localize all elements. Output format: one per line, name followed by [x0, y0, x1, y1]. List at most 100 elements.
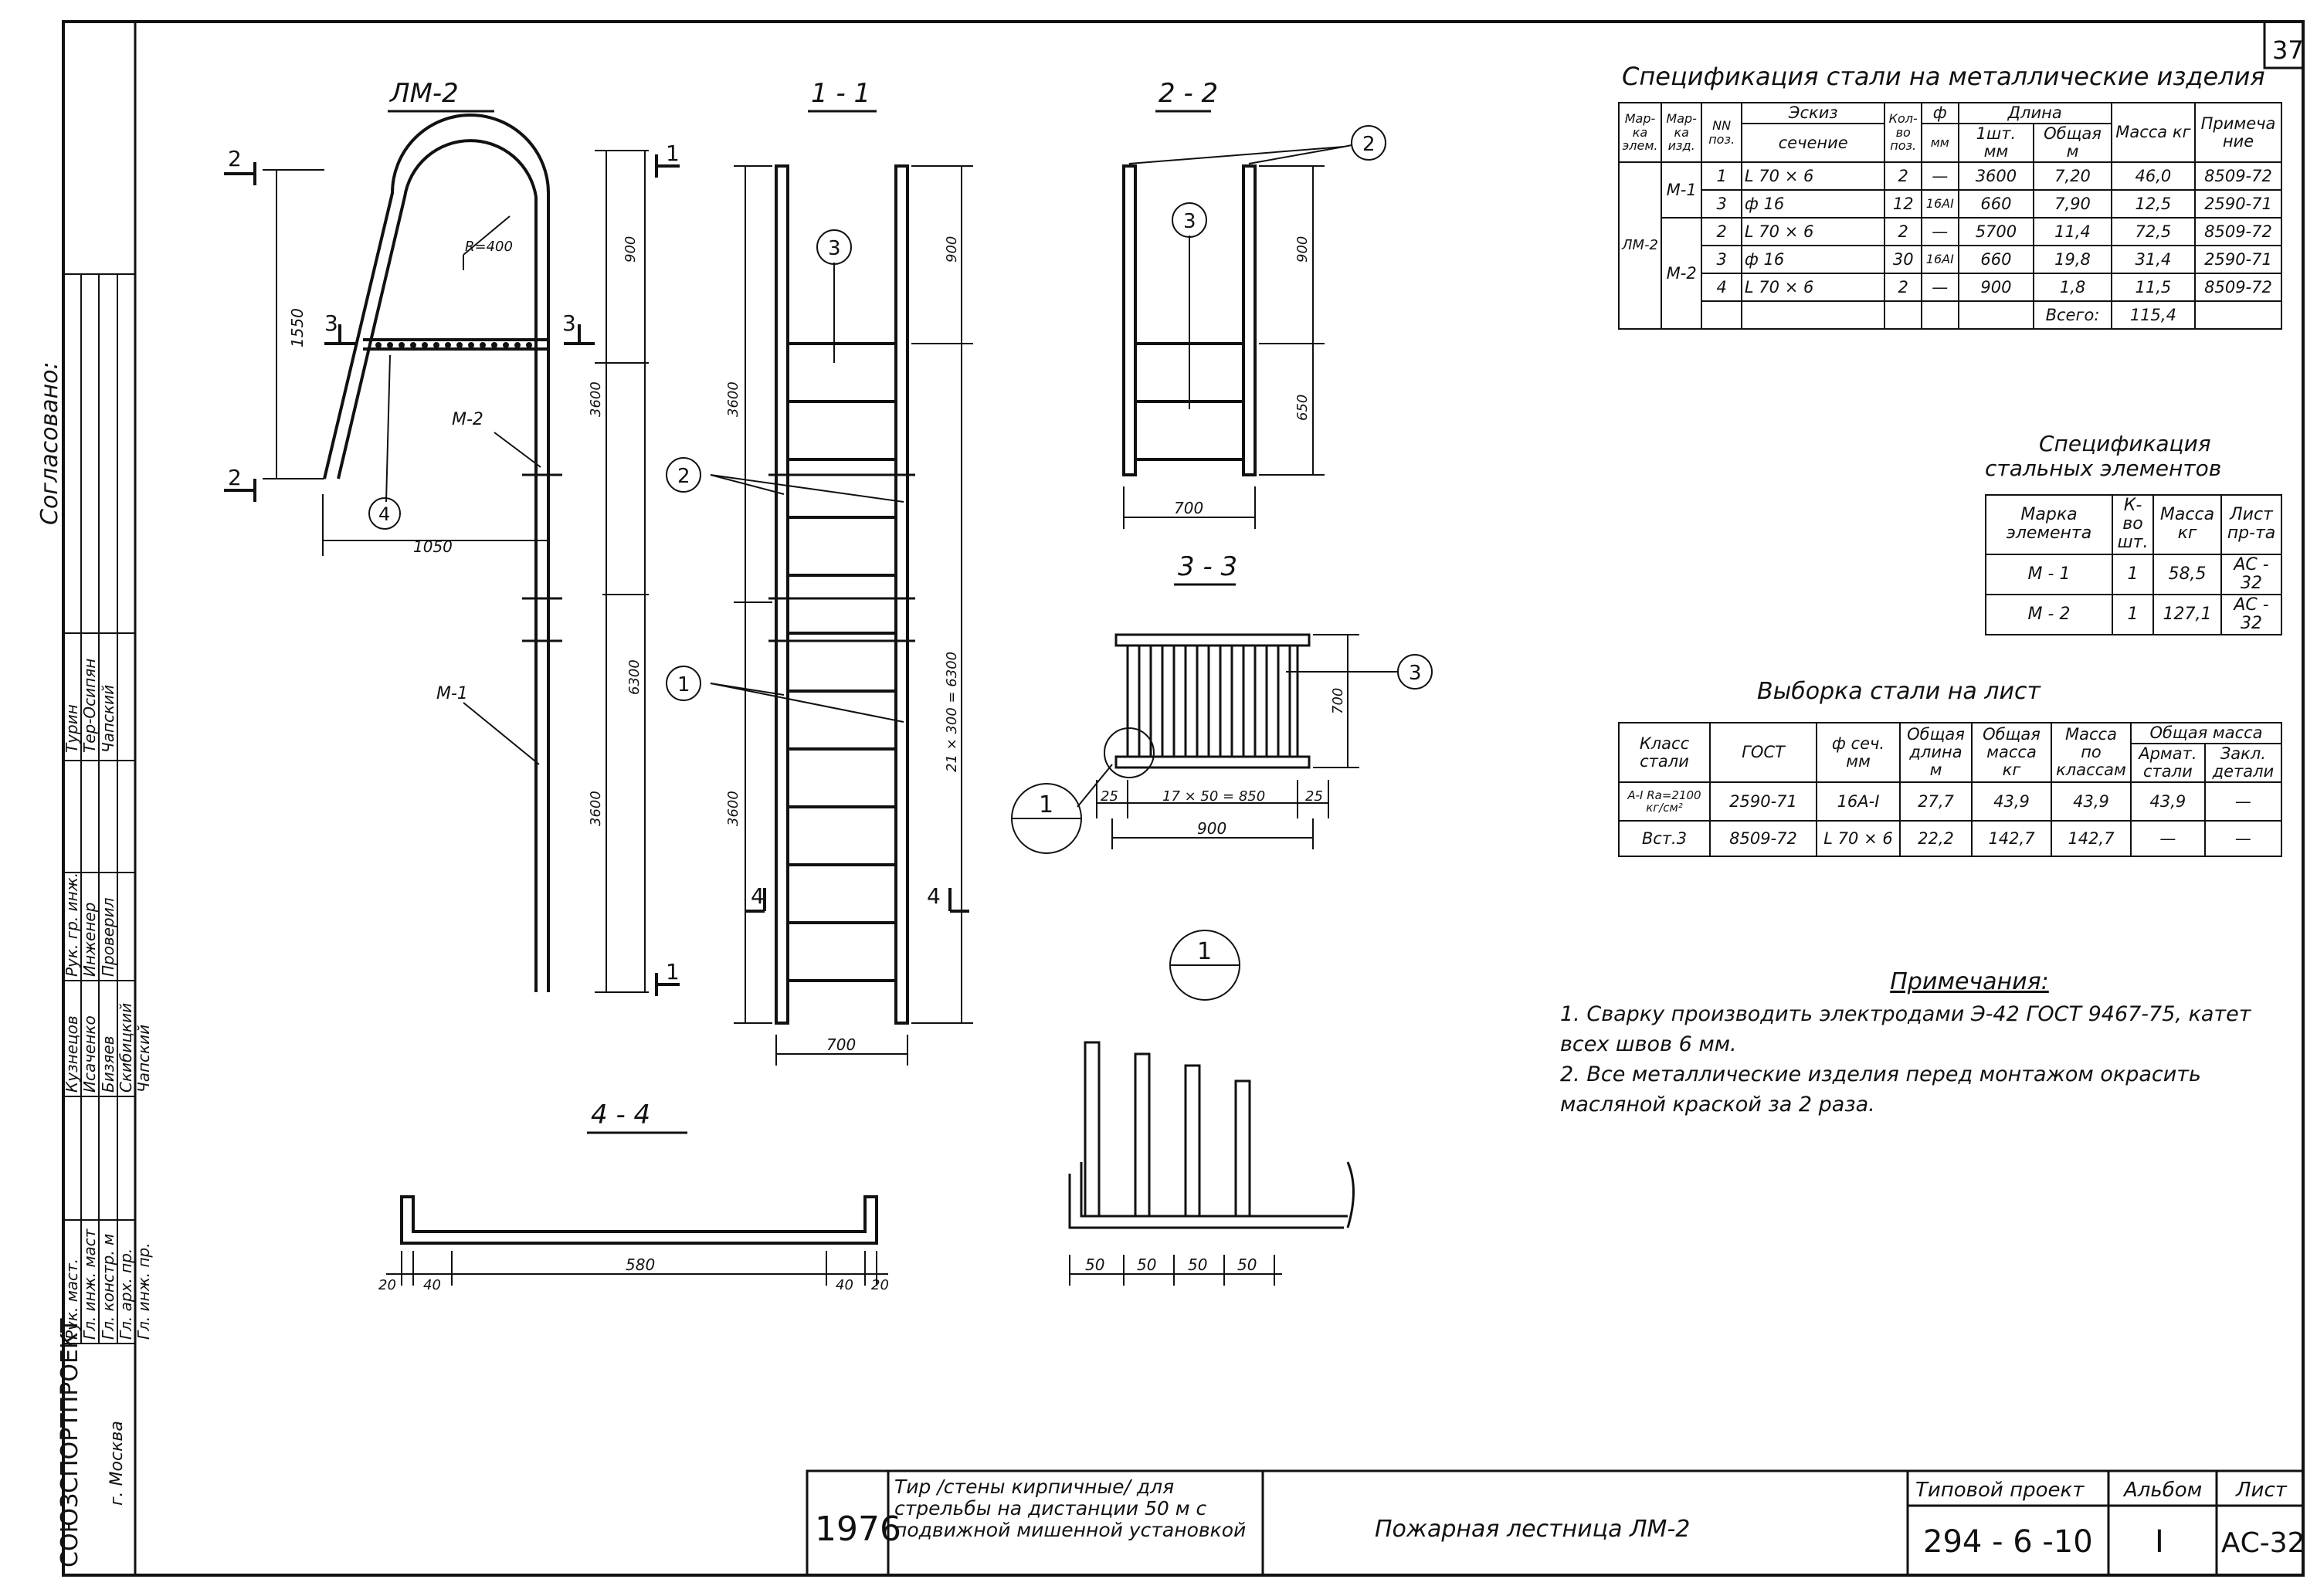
cell: 16А-I [1816, 781, 1901, 822]
cell: 16АI [1921, 245, 1959, 275]
s22-dim-width: 700 [1174, 499, 1203, 517]
cell: АС - 32 [2220, 553, 2282, 595]
cell: 5700 [1957, 217, 2035, 247]
spec-steel-title: Спецификация стали на металлические изде… [1622, 62, 2265, 91]
cell: 2 [1701, 217, 1742, 247]
cell: 2590-71 [2193, 245, 2283, 275]
lm2-dim-lower: 3600 [588, 791, 604, 826]
cell: ф 16 [1740, 245, 1886, 275]
view-s11-title: 1 - 1 [811, 78, 870, 109]
cell: М - 2 [1985, 593, 2113, 636]
th-arm: Армат. стали [2130, 743, 2206, 784]
stamp-role-2: Гл. констр. м [99, 1234, 117, 1340]
cell: 1,8 [2033, 273, 2112, 303]
s33-dim-height: 700 [1330, 688, 1346, 714]
table-row: М - 2 1 127,1 АС - 32 [1985, 593, 2282, 636]
cell: 43,9 [2051, 781, 2132, 822]
cell-m1: М-1 [1661, 161, 1703, 219]
cell: 8509-72 [2193, 273, 2283, 303]
spec-steel-table: Мар-ка элем. Мар-ка изд. NN поз. Эскиз К… [1617, 101, 2283, 330]
table-row: 3 ф 16 12 16АI 660 7,90 12,5 2590-71 [1619, 189, 2283, 219]
th-length: Длина [1957, 101, 2112, 125]
note-item: 2. Все металлические изделия перед монта… [1560, 1062, 2201, 1117]
title-drawing-name: Пожарная лестница ЛМ-2 [1375, 1516, 1690, 1543]
cell: 46,0 [2110, 161, 2196, 191]
cell: 3600 [1957, 161, 2035, 191]
table-row: М-2 2 L 70 × 6 2 — 5700 11,4 72,5 8509-7… [1619, 217, 2283, 330]
lm2-dim-total: 6300 [626, 659, 643, 695]
stamp-name-1: Исаченко [80, 1015, 99, 1093]
cell: 1 [2112, 553, 2154, 595]
node1-dim-1: 50 [1085, 1255, 1104, 1274]
lm2-dim-arc-height: 1550 [288, 308, 307, 347]
node1-title: 1 [1197, 938, 1212, 965]
stamp-role-0: Рук. маст. [63, 1259, 81, 1340]
lm2-section-mark-1-top: 1 [666, 141, 680, 166]
cell: 142,7 [1971, 820, 2052, 858]
cell: 22,2 [1899, 820, 1973, 858]
th-mass: Общая масса кг [1971, 721, 2052, 784]
cell: — [2203, 781, 2283, 822]
s11-dim-lower: 3600 [725, 791, 741, 826]
cell: 1 [2112, 593, 2154, 636]
cell: 2 [1884, 217, 1923, 247]
table-row: М - 1 1 58,5 АС - 32 [1985, 553, 2282, 595]
notes-title: Примечания: [1890, 968, 2049, 995]
cell: 660 [1957, 245, 2035, 275]
cell: L 70 × 6 [1816, 820, 1901, 858]
lm2-section-mark-1-bottom: 1 [666, 959, 680, 984]
cell: 11,4 [2033, 217, 2112, 247]
th-total-mass: Общая масса [2130, 721, 2282, 745]
view-s22: 2 - 2 2 3 900 650 700 [1122, 78, 1386, 529]
lm2-callout-4 [368, 497, 401, 530]
view-s33-title: 3 - 3 [1178, 551, 1237, 582]
cell: 2 [1884, 273, 1923, 303]
lm2-dim-radius: R=400 [465, 239, 513, 255]
cell: 660 [1957, 189, 2035, 219]
cell [1921, 300, 1959, 330]
cell: 12,5 [2110, 189, 2196, 219]
spec-elements-title-1: Спецификация [2039, 431, 2211, 456]
stamp-role-3: Гл. арх. пр. [117, 1249, 135, 1340]
title-project-desc: Тир /стены кирпичные/ для стрельбы на ди… [894, 1476, 1247, 1541]
stamp-role2-2: Проверил [99, 897, 117, 977]
table-row: сечение мм 1шт. мм Общая м [1619, 123, 2281, 164]
th-phi: ф [1921, 101, 1959, 125]
lm2-section-mark-3-right: 3 [562, 310, 576, 336]
cell [2193, 300, 2283, 330]
view-s22-title: 2 - 2 [1158, 78, 1218, 109]
cell: Вст.3 [1618, 820, 1711, 858]
s22-callout-3 [1172, 202, 1207, 238]
th-mass: Масса кг [2152, 494, 2222, 555]
th-sketch: Эскиз [1740, 101, 1886, 125]
stamp-name2-1: Тер-Осипян [80, 659, 99, 753]
s11-callout-2-label: 2 [677, 465, 690, 488]
th-nn: NN поз. [1701, 101, 1742, 164]
th-mm: мм [1921, 123, 1959, 164]
th-count: К-во шт. [2112, 494, 2154, 555]
lm2-dim-width: 1050 [413, 537, 453, 556]
table-row: ЛМ-2 М-1 1 L 70 × 6 2 — 3600 7,20 46,0 8… [1617, 161, 2283, 330]
stamp-role2-0: Рук. гр. инж. [63, 873, 81, 977]
th-by-class: Масса по классам [2051, 721, 2132, 784]
table-row: 4 L 70 × 6 2 — 900 1,8 11,5 8509-72 [1619, 273, 2283, 303]
node1-dim-3: 50 [1188, 1255, 1207, 1274]
spec-elements-table: Марка элемента К-во шт. Масса кг Лист пр… [1985, 494, 2282, 636]
view-node1: 1 50 50 50 50 [1068, 930, 1355, 1286]
lm2-dim-900: 900 [623, 236, 639, 263]
cell: L 70 × 6 [1740, 217, 1886, 247]
cell: 900 [1957, 273, 2035, 303]
cell: 58,5 [2152, 553, 2222, 595]
cell: 2590-71 [1709, 781, 1817, 822]
title-sheet: АС-32 [2221, 1527, 2305, 1559]
s11-dim-rungs: 21 × 300 = 6300 [944, 652, 960, 772]
s33-dim-right: 25 [1305, 788, 1323, 805]
table-row: Вст.3 8509-72 L 70 × 6 22,2 142,7 142,7 … [1618, 820, 2283, 858]
cell: М - 1 [1985, 553, 2113, 595]
view-s33: 3 - 3 [1011, 551, 1433, 854]
node1-dim-2: 50 [1137, 1255, 1156, 1274]
table-row: 3 ф 16 30 16АI 660 19,8 31,4 2590-71 [1619, 245, 2283, 275]
s11-callout-1-label: 1 [677, 673, 690, 696]
cell: 12 [1884, 189, 1923, 219]
